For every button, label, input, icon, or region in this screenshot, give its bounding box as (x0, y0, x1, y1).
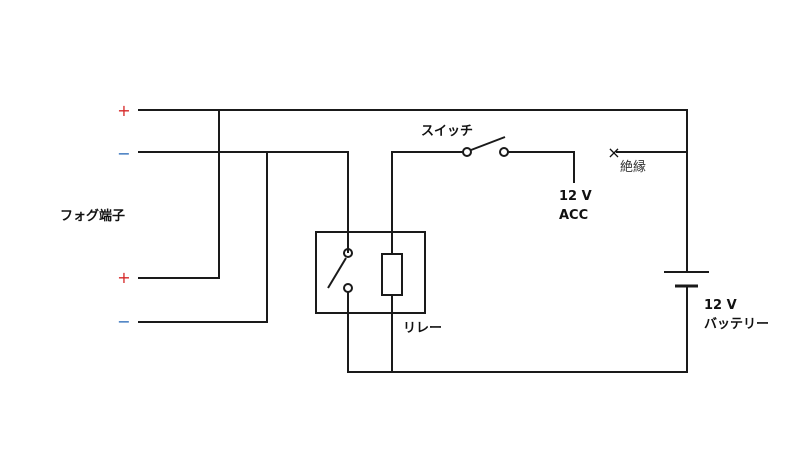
insulation-label: 絶縁 (620, 159, 646, 175)
relay-box (315, 231, 426, 314)
switch-arm (470, 136, 506, 151)
switch-contact-right (499, 147, 509, 157)
relay-coil (381, 253, 403, 296)
terminal-plus-top: + (117, 101, 130, 120)
relay-contact-top (343, 248, 353, 258)
minus-link-wire (138, 152, 268, 323)
switch-label: スイッチ (421, 124, 473, 139)
terminal-plus-bottom: + (117, 268, 130, 287)
fog-terminal-label: フォグ端子 (60, 208, 125, 224)
battery-name: バッテリー (704, 317, 769, 332)
relay-contact-bottom (343, 283, 353, 293)
ground-return-wire (347, 286, 688, 373)
insulation-mark: × (607, 143, 620, 162)
plus-link-wire (138, 110, 220, 279)
battery-voltage: 12 V (704, 298, 737, 313)
terminal-minus-bottom: − (117, 312, 130, 331)
switch-to-acc-wire (508, 151, 575, 183)
coil-to-switch-wire (391, 151, 463, 254)
minus-main-wire (138, 151, 349, 253)
terminal-minus-top: − (117, 144, 130, 163)
relay-switch-arm (327, 257, 347, 289)
acc-name: ACC (559, 208, 588, 223)
acc-voltage: 12 V (559, 189, 592, 204)
plus-main-wire (138, 109, 688, 272)
switch-contact-left (462, 147, 472, 157)
relay-label: リレー (403, 321, 442, 336)
